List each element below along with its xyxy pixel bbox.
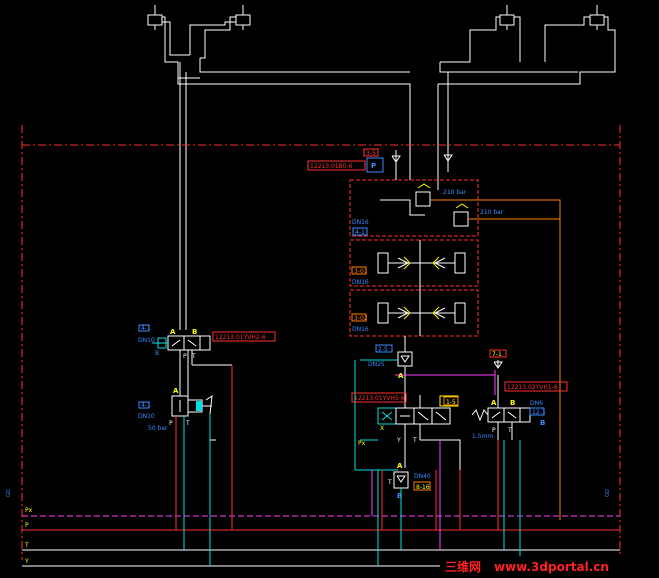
left-relief-port-a: A bbox=[173, 387, 179, 395]
main-valve-tag: 12213.01B0-6 bbox=[310, 163, 353, 170]
right-port-p: P bbox=[492, 427, 496, 434]
main-manifold bbox=[349, 179, 561, 520]
dn16-main-label: DN16 bbox=[352, 219, 369, 226]
left-relief-port-p: P bbox=[169, 420, 173, 427]
svg-text:4-1: 4-1 bbox=[141, 402, 151, 409]
relief1-pressure: 210 bar bbox=[443, 189, 467, 196]
svg-text:3-02: 3-02 bbox=[354, 315, 368, 322]
orifice-label: 1.5mm bbox=[472, 433, 493, 440]
svg-text:3-5: 3-5 bbox=[366, 150, 376, 157]
relief2-pressure: 210 bar bbox=[480, 209, 504, 216]
dn25-label: DN25 bbox=[368, 361, 385, 368]
svg-text:2-5: 2-5 bbox=[378, 346, 388, 353]
center-port-a-lower: A bbox=[397, 462, 403, 470]
left-port-a: A bbox=[170, 328, 176, 336]
right-port-b: B bbox=[510, 399, 515, 407]
center-port-x: X bbox=[380, 425, 384, 432]
right-valve-tag: 12213.02YVH1-6 bbox=[507, 384, 558, 391]
manifold-port-a: A bbox=[398, 372, 404, 380]
svg-text:8-16: 8-16 bbox=[416, 484, 430, 491]
watermark: 三维网 www.3dportal.cn bbox=[440, 556, 640, 576]
svg-text:DN40: DN40 bbox=[414, 473, 431, 480]
dn10-lower-label: DN10 bbox=[138, 413, 155, 420]
watermark-url: www.3dportal.cn bbox=[494, 560, 609, 574]
center-port-b-lower: B bbox=[397, 492, 402, 500]
left-valve-stack bbox=[152, 335, 233, 566]
actuator-cylinders bbox=[147, 5, 616, 330]
center-port-y: Y bbox=[396, 437, 401, 444]
top-check-valves bbox=[391, 150, 453, 180]
line-label-t: T bbox=[24, 542, 29, 549]
svg-text:4-1: 4-1 bbox=[141, 325, 151, 332]
dn16-low-label: DN16 bbox=[352, 326, 369, 333]
center-directional-valve bbox=[360, 395, 461, 470]
center-port-t-lower: T bbox=[387, 479, 392, 486]
left-port-b: B bbox=[192, 328, 197, 336]
assembly-boundary bbox=[21, 125, 621, 560]
right-directional-valve bbox=[471, 360, 531, 440]
risers bbox=[371, 440, 521, 566]
watermark-chinese: 三维网 bbox=[445, 559, 481, 574]
line-label-px: Px bbox=[25, 507, 33, 514]
svg-text:4-1: 4-1 bbox=[355, 229, 365, 236]
left-valve-tag: 12213.01YVH2-6 bbox=[215, 334, 266, 341]
center-port-t: T bbox=[412, 437, 417, 444]
left-relief-port-t: T bbox=[185, 420, 190, 427]
line-label-p: P bbox=[25, 522, 29, 529]
left-port-p-upper: P bbox=[183, 353, 187, 360]
left-port-t-upper: T bbox=[191, 353, 196, 360]
svg-text:7-1: 7-1 bbox=[492, 351, 502, 358]
svg-text:3-01: 3-01 bbox=[354, 268, 368, 275]
dn6-right-label: DN6 bbox=[530, 400, 543, 407]
svg-text:1-5: 1-5 bbox=[446, 399, 456, 406]
left-label-b: B bbox=[155, 350, 159, 357]
center-valve-tag: 12213.01YVH5-6 bbox=[354, 395, 405, 402]
right-port-a: A bbox=[491, 399, 497, 407]
p-box-label: P bbox=[371, 162, 376, 170]
dn16-mid-label: DN16 bbox=[352, 279, 369, 286]
dn10-upper-label: DN10 bbox=[138, 337, 155, 344]
left-relief-pressure: 50 bar bbox=[148, 425, 168, 432]
right-label-b: B bbox=[540, 419, 545, 427]
side-label-left: GD bbox=[6, 489, 12, 497]
right-port-t: T bbox=[507, 427, 512, 434]
svg-text:12-1: 12-1 bbox=[532, 409, 546, 416]
line-label-y: Y bbox=[24, 558, 29, 565]
side-label-right: GD bbox=[605, 489, 611, 497]
center-port-px: Px bbox=[358, 440, 366, 447]
